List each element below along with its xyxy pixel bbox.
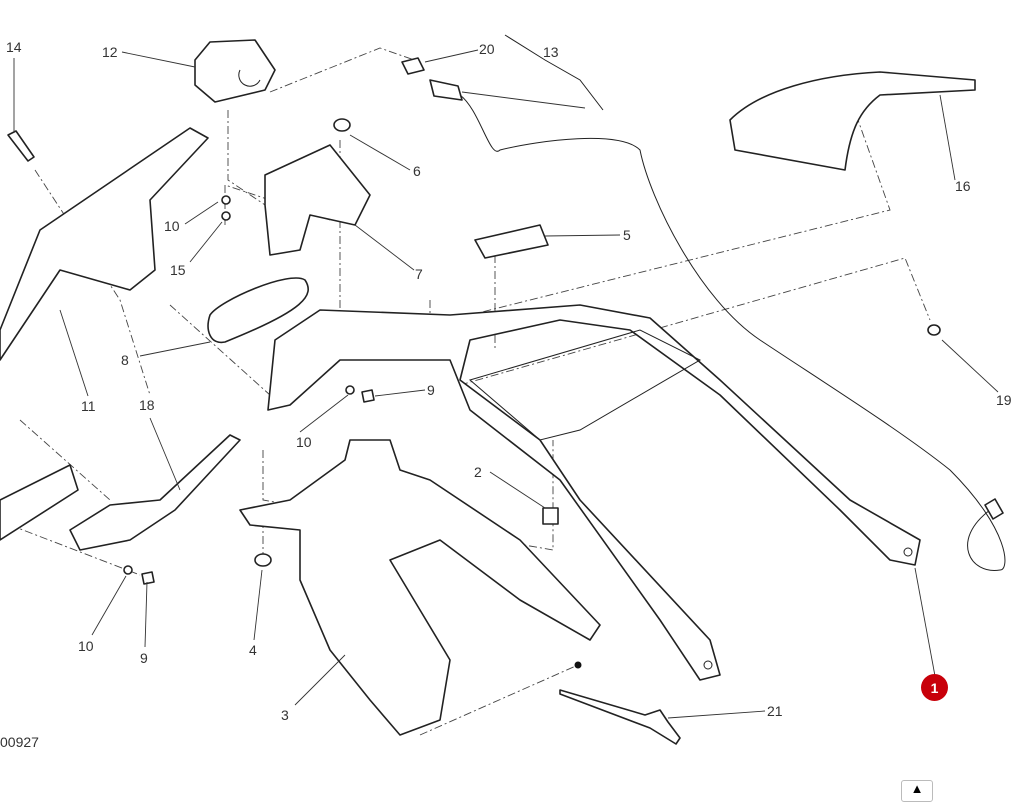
- callout-21[interactable]: 21: [767, 703, 783, 719]
- leader-lines: [13, 49, 999, 719]
- diagram-code: 00927: [0, 734, 39, 750]
- part-4-screw[interactable]: [254, 553, 272, 567]
- callout-14[interactable]: 14: [6, 39, 22, 55]
- callout-16[interactable]: 16: [955, 178, 971, 194]
- part-7-bracket[interactable]: [264, 144, 371, 256]
- callout-2[interactable]: 2: [474, 464, 482, 480]
- tie-anchor: [574, 661, 582, 669]
- scroll-top-button[interactable]: ▲: [901, 780, 933, 802]
- part-6-screw[interactable]: [333, 118, 351, 132]
- callout-18[interactable]: 18: [139, 397, 155, 413]
- part-3-undertray[interactable]: [239, 439, 601, 736]
- callout-11[interactable]: 11: [81, 398, 96, 414]
- bracket-13: [504, 34, 604, 111]
- part-12-license-light[interactable]: [194, 39, 276, 103]
- part-2-clip[interactable]: [542, 507, 559, 525]
- callout-3[interactable]: 3: [281, 707, 289, 723]
- arrow-up-icon: ▲: [910, 781, 924, 796]
- callout-5[interactable]: 5: [623, 227, 631, 243]
- part-1-rear-frame[interactable]: [267, 304, 921, 681]
- callout-10[interactable]: 10: [78, 638, 94, 654]
- hotspot-part-1[interactable]: 1: [921, 674, 948, 701]
- callout-10[interactable]: 10: [164, 218, 180, 234]
- callout-12[interactable]: 12: [102, 44, 118, 60]
- part-20-bulb-cable[interactable]: [401, 57, 1006, 571]
- part-19-screw[interactable]: [927, 324, 941, 336]
- callout-9[interactable]: 9: [427, 382, 435, 398]
- callout-19[interactable]: 19: [996, 392, 1012, 408]
- callout-15[interactable]: 15: [170, 262, 186, 278]
- callout-13[interactable]: 13: [543, 44, 559, 60]
- part-21-cable-tie[interactable]: [559, 689, 681, 745]
- callout-10[interactable]: 10: [296, 434, 312, 450]
- license-plate-bracket[interactable]: [0, 464, 79, 541]
- callout-20[interactable]: 20: [479, 41, 495, 57]
- part-8-reflector[interactable]: [207, 277, 309, 344]
- part-18-strap[interactable]: [69, 434, 241, 551]
- part-11-plate-holder[interactable]: [0, 127, 209, 361]
- callout-6[interactable]: 6: [413, 163, 421, 179]
- part-14-screw[interactable]: [7, 130, 35, 162]
- small-hardware: [123, 195, 375, 585]
- callout-9[interactable]: 9: [140, 650, 148, 666]
- callout-4[interactable]: 4: [249, 642, 257, 658]
- part-5-rubber-pad[interactable]: [474, 224, 549, 259]
- callout-7[interactable]: 7: [415, 266, 423, 282]
- part-16-tail-cover[interactable]: [729, 71, 976, 171]
- callout-8[interactable]: 8: [121, 352, 129, 368]
